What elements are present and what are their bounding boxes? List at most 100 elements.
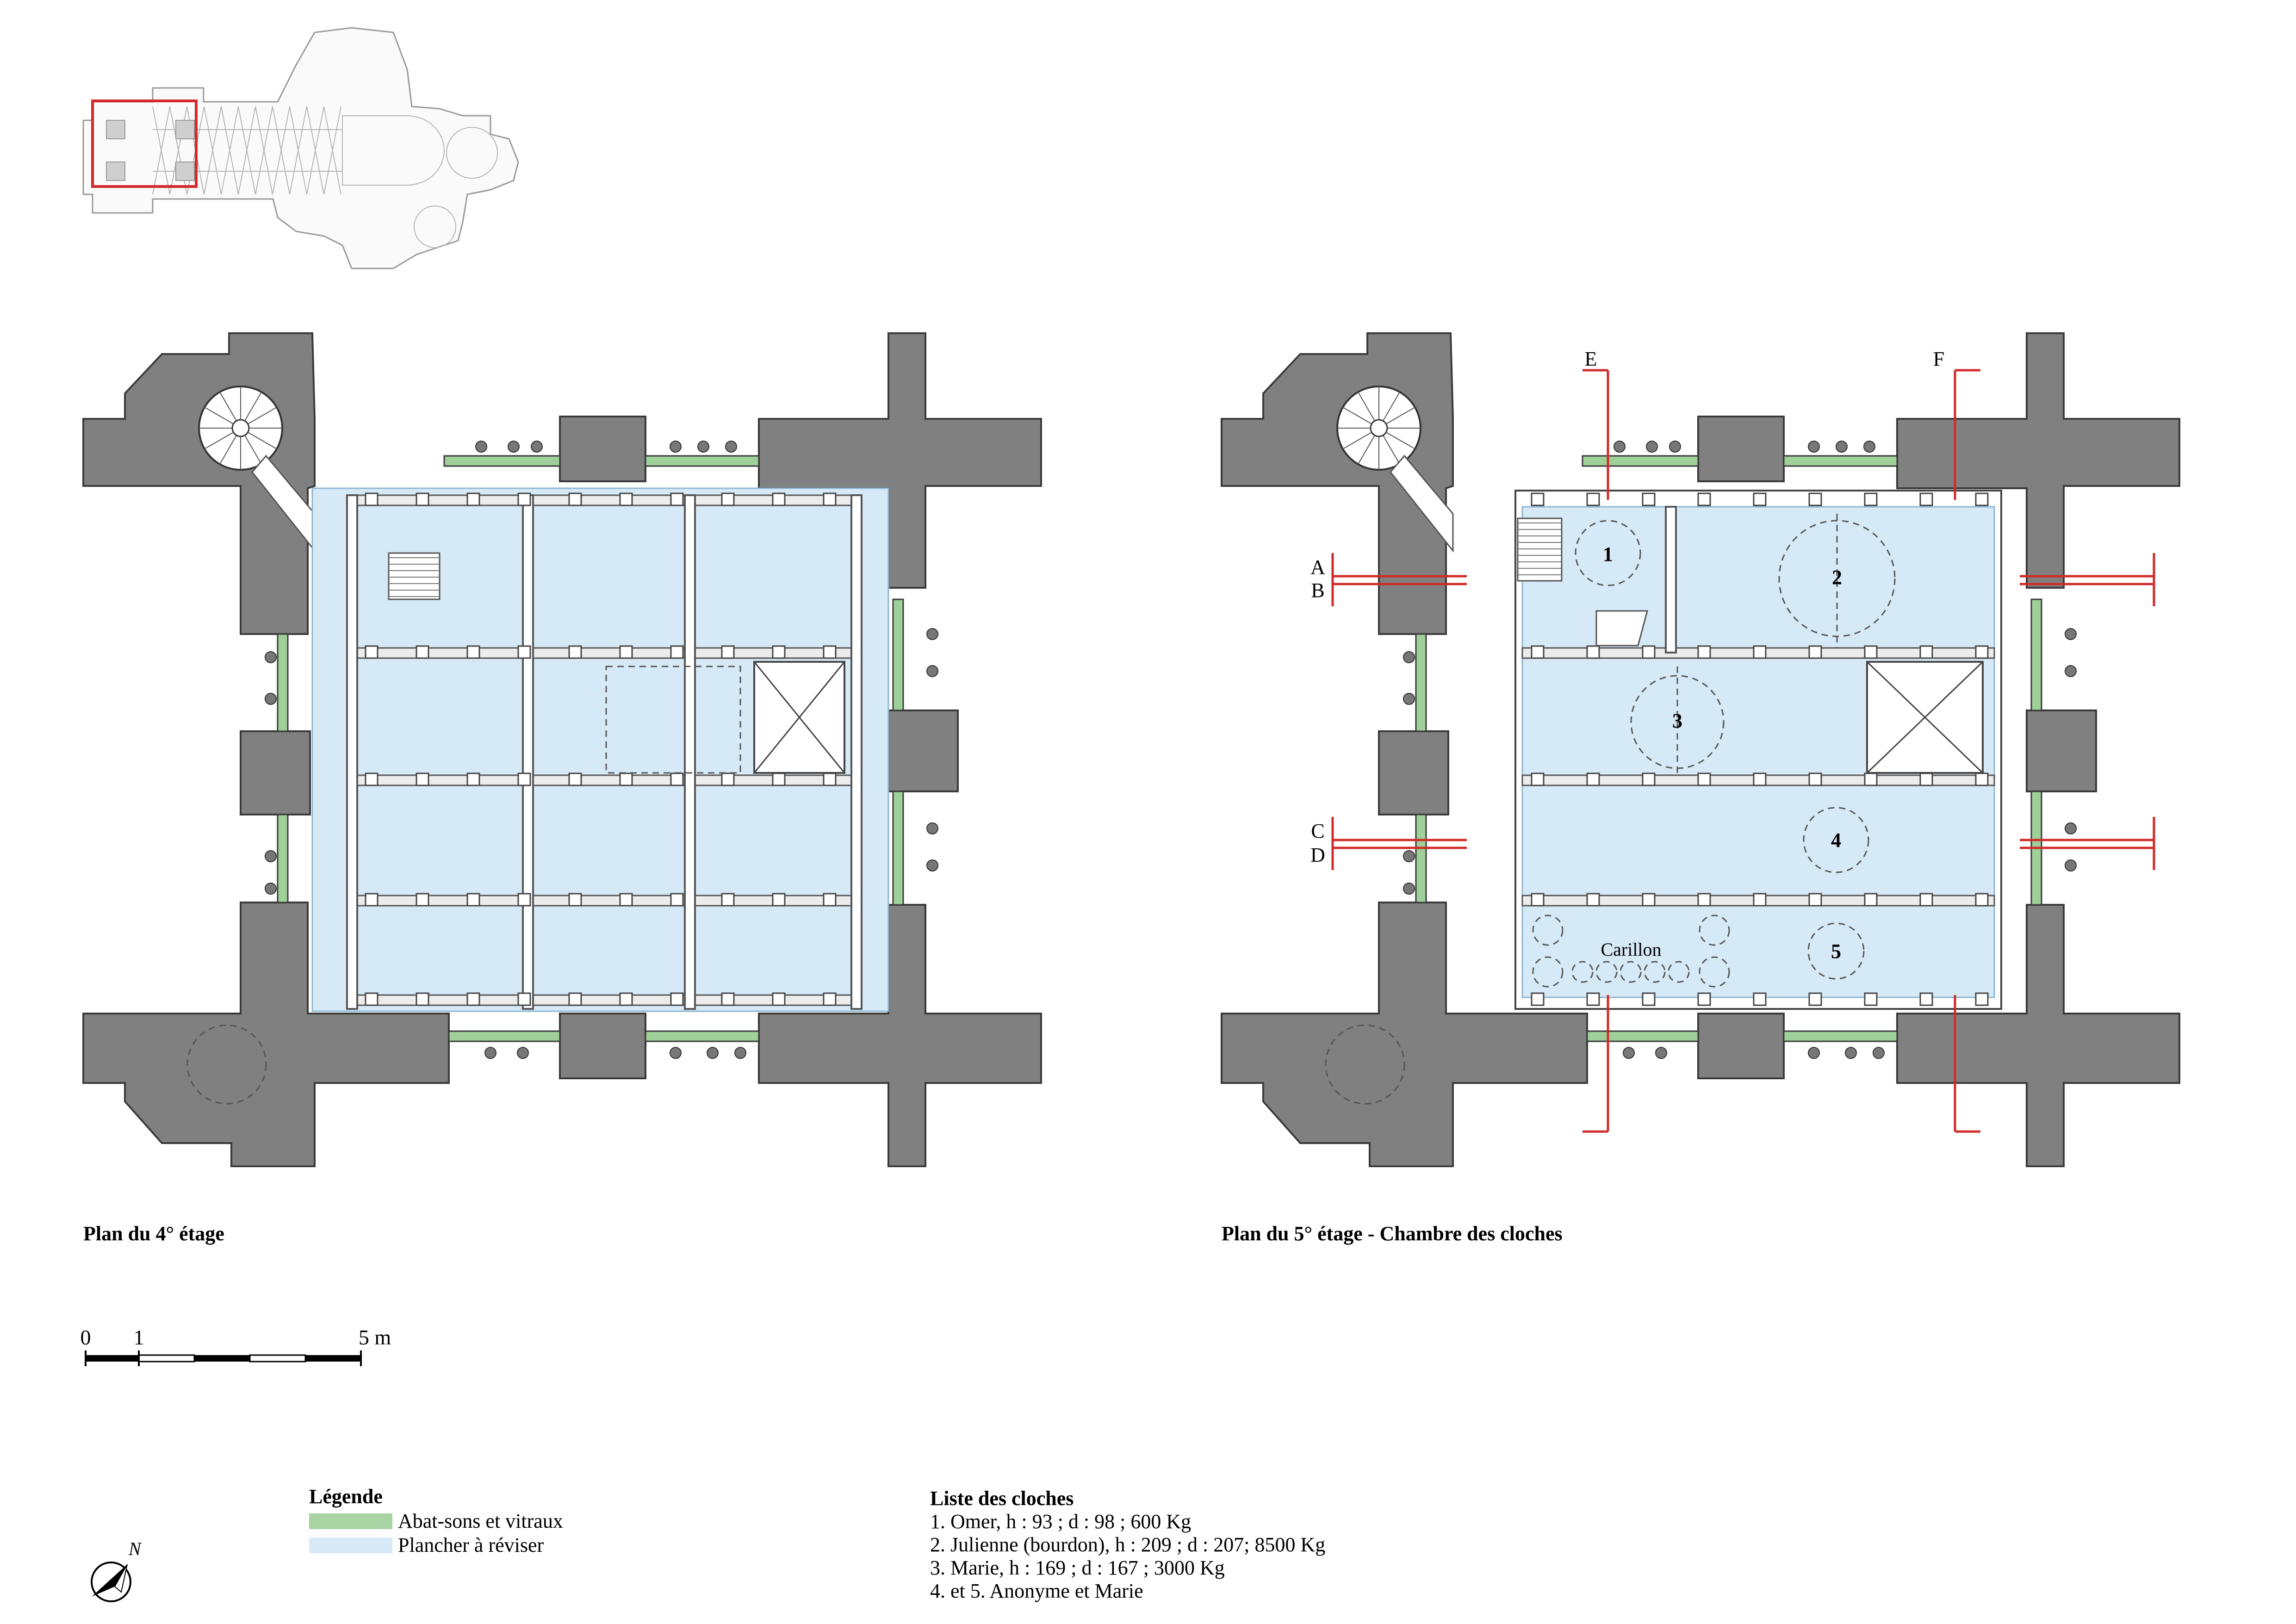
p5-carillon-bell-small <box>1571 961 1594 983</box>
p4-abat-sons-w2 <box>277 814 289 903</box>
p5-bell-4-outline <box>1803 807 1869 873</box>
p5-abat-sons-n2 <box>1783 455 1898 467</box>
p4-post <box>619 772 633 786</box>
p5-buttress-se <box>1896 904 2180 1167</box>
p5-louvre-post <box>1646 441 1658 453</box>
p5-buttress-ne <box>1896 332 2180 589</box>
p5-bell-1-outline <box>1575 520 1641 586</box>
p4-post <box>365 772 379 786</box>
plan-5th-floor <box>1221 332 2180 1167</box>
p4-post <box>721 645 735 659</box>
p4-post <box>823 492 837 506</box>
bell-number-4: 4 <box>1831 829 1841 852</box>
p5-carillon-bell-small <box>1644 961 1666 983</box>
p5-louvre-post <box>1808 441 1820 453</box>
key-plan-pillar <box>175 162 195 181</box>
bells-list-title: Liste des cloches <box>930 1487 1074 1510</box>
p5-post <box>1531 645 1545 659</box>
scale-bar: 0 1 5 m <box>81 1325 391 1366</box>
p5-post <box>1975 893 1989 907</box>
p5-post <box>1919 992 1933 1006</box>
p4-louvre-post <box>926 628 938 640</box>
section-label-d: D <box>1310 844 1325 866</box>
p4-post <box>365 893 379 907</box>
p4-post <box>365 992 379 1006</box>
p4-louvre-post <box>475 441 487 453</box>
p5-carillon-bell-small <box>1595 961 1618 983</box>
p5-post <box>1586 772 1600 786</box>
p4-post <box>721 893 735 907</box>
p5-post <box>1586 645 1600 659</box>
p4-louvre-post <box>670 1047 682 1059</box>
p5-post <box>1531 992 1545 1006</box>
p4-post <box>721 492 735 506</box>
p4-beam-col <box>522 494 534 1010</box>
p5-post <box>1697 772 1711 786</box>
p5-abat-sons-w2 <box>1415 814 1427 903</box>
p4-post <box>670 492 684 506</box>
section-line-ab-left <box>1331 553 1467 606</box>
p4-louvre-post <box>265 883 277 895</box>
p5-post <box>1864 992 1878 1006</box>
p4-beam-col <box>346 494 358 1010</box>
p5-post <box>1531 492 1545 506</box>
p5-post <box>1975 492 1989 506</box>
p4-post <box>721 772 735 786</box>
p5-post <box>1697 992 1711 1006</box>
p5-louvre-post <box>1669 441 1681 453</box>
p4-post <box>772 645 786 659</box>
p4-post <box>619 645 633 659</box>
section-label-e: E <box>1585 348 1597 370</box>
p4-post <box>517 893 531 907</box>
p5-post <box>1808 772 1822 786</box>
p4-post <box>466 992 480 1006</box>
p5-post <box>1864 492 1878 506</box>
p5-post <box>1919 893 1933 907</box>
p4-louvre-post <box>265 850 277 862</box>
scale-segment-4 <box>249 1354 306 1363</box>
p5-abat-sons-w1 <box>1415 633 1427 732</box>
p4-abat-sons-e1 <box>892 598 904 711</box>
p4-abat-sons-e2 <box>892 790 904 906</box>
bell-number-1: 1 <box>1603 543 1613 566</box>
p5-post <box>1586 992 1600 1006</box>
p4-post <box>772 992 786 1006</box>
p4-beam-col <box>684 494 696 1010</box>
p4-post <box>619 893 633 907</box>
p4-louvre-post <box>531 441 543 453</box>
p4-post <box>466 772 480 786</box>
key-plan-pillar <box>106 120 125 139</box>
p5-post <box>1697 893 1711 907</box>
p4-buttress-n <box>559 416 646 482</box>
north-arrow-icon: N <box>91 1538 142 1602</box>
p4-post <box>416 992 429 1006</box>
key-plan-chapel-south <box>414 205 456 248</box>
section-line-f-top <box>1954 369 1980 500</box>
p5-abat-sons-e1 <box>2030 598 2042 711</box>
p5-post <box>1753 492 1767 506</box>
p4-louvre-post <box>725 441 737 453</box>
p5-buttress-s <box>1697 1013 1785 1079</box>
legend: Légende Abat-sons et vitraux Plancher à … <box>309 1485 563 1556</box>
p4-post <box>721 992 735 1006</box>
p4-post <box>823 893 837 907</box>
p4-buttress-e <box>887 709 959 792</box>
p5-louvre-post <box>1613 441 1626 453</box>
p5-post <box>1753 992 1767 1006</box>
p5-abat-sons-s1 <box>1586 1030 1699 1042</box>
scale-segment-3 <box>194 1355 250 1362</box>
legend-label-plancher: Plancher à réviser <box>398 1534 544 1556</box>
p4-post <box>619 992 633 1006</box>
p4-abat-sons-w1 <box>277 633 289 732</box>
p4-post <box>365 645 379 659</box>
p4-louvre-post <box>517 1047 529 1059</box>
section-label-b: B <box>1311 579 1324 602</box>
p5-post <box>1586 492 1600 506</box>
p4-louvre-post <box>926 822 938 834</box>
scale-tick-1: 1 <box>134 1325 144 1349</box>
p5-bell-5-outline <box>1807 922 1865 980</box>
p4-post <box>517 645 531 659</box>
p4-post <box>823 645 837 659</box>
p5-abat-sons-s2 <box>1783 1030 1898 1042</box>
p4-louvre-post <box>926 665 938 677</box>
